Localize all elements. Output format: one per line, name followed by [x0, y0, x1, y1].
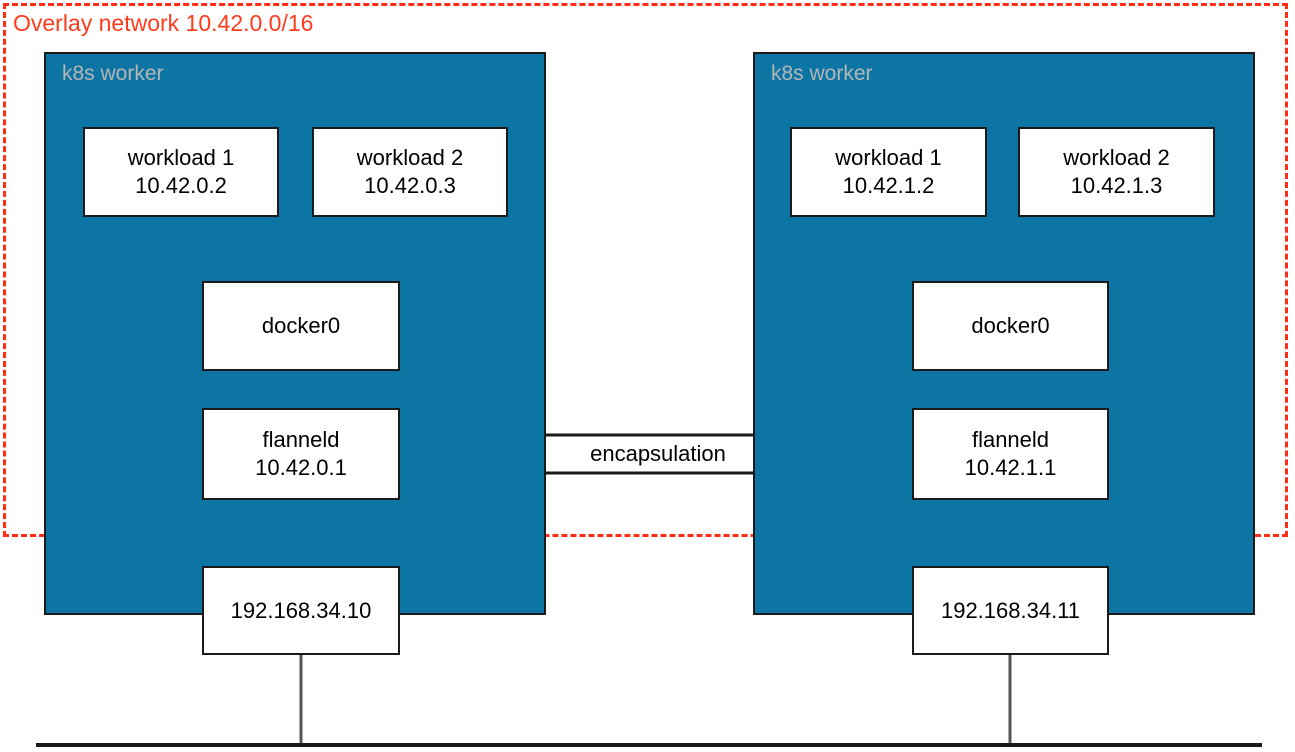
workload-name: workload 2: [1063, 145, 1170, 170]
workload-box-left-1: workload 1 10.42.0.2: [83, 127, 279, 217]
flanneld-ip: 10.42.1.1: [964, 455, 1057, 480]
k8s-worker-node-2-label: k8s worker: [771, 62, 873, 85]
workload-name: workload 1: [127, 145, 235, 170]
workload-name: workload 1: [835, 145, 942, 170]
k8s-worker-node-1-label: k8s worker: [62, 62, 164, 85]
workload-ip: 10.42.0.2: [135, 173, 227, 198]
host-nic-box-left: 192.168.34.10: [202, 566, 400, 655]
workload-name: workload 2: [356, 145, 464, 170]
flanneld-name: flanneld: [971, 427, 1050, 452]
workload-ip: 10.42.0.3: [364, 173, 456, 198]
flanneld-box-right: flanneld 10.42.1.1: [912, 408, 1109, 500]
docker0-label: docker0: [261, 313, 341, 338]
docker0-label: docker0: [971, 313, 1050, 338]
workload-ip: 10.42.1.2: [842, 173, 935, 198]
flanneld-ip: 10.42.0.1: [255, 455, 347, 480]
workload-ip: 10.42.1.3: [1070, 173, 1163, 198]
workload-box-right-1: workload 1 10.42.1.2: [790, 127, 987, 217]
host-nic-box-right: 192.168.34.11: [912, 566, 1109, 655]
overlay-network-title: Overlay network 10.42.0.0/16: [13, 10, 314, 36]
flanneld-box-left: flanneld 10.42.0.1: [202, 408, 400, 500]
flanneld-name: flanneld: [262, 427, 340, 452]
host-nic-ip: 192.168.34.11: [940, 597, 1081, 623]
workload-box-right-2: workload 2 10.42.1.3: [1018, 127, 1215, 217]
workload-box-left-2: workload 2 10.42.0.3: [312, 127, 508, 217]
docker0-bridge-box-left: docker0: [202, 281, 400, 371]
host-nic-ip: 192.168.34.10: [230, 597, 372, 623]
docker0-bridge-box-right: docker0: [912, 281, 1109, 371]
encapsulation-label: encapsulation: [590, 441, 726, 466]
